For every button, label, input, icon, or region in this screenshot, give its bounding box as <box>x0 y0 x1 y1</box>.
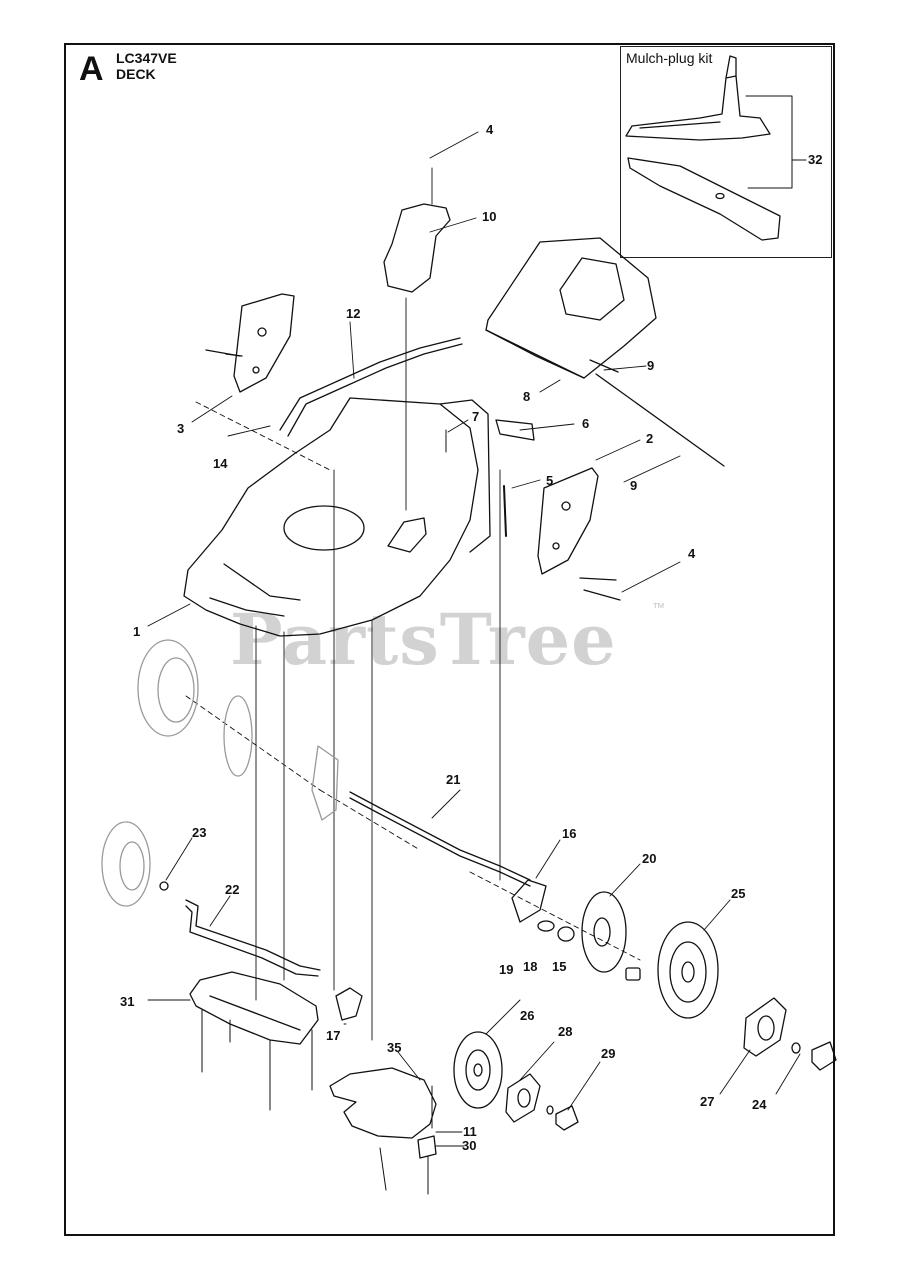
rear-wheel-nut-part <box>811 1041 837 1071</box>
catcher-lid-part <box>485 237 657 379</box>
callout-1: 1 <box>133 624 141 639</box>
watermark-tm: ™ <box>652 600 665 615</box>
callout-17: 17 <box>326 1028 341 1043</box>
callout-12: 11 <box>463 1124 477 1139</box>
callout-16: 16 <box>562 826 577 841</box>
handle-bracket-right-part <box>537 467 599 575</box>
front-wheel-ghost-part <box>101 821 151 907</box>
watermark: PartsTree <box>230 598 617 681</box>
section-name: DECK <box>116 66 156 82</box>
front-axle-part <box>185 899 321 971</box>
rear-hubcap-part <box>743 997 787 1057</box>
diagram-frame <box>64 43 835 1236</box>
callout-29: 29 <box>601 1046 616 1061</box>
front-wheel-part <box>453 1031 503 1109</box>
mulch-plug-part <box>625 55 771 141</box>
callout-30: 30 <box>462 1138 477 1153</box>
left-wheel-ghost-part <box>137 639 339 821</box>
callout-2: 2 <box>646 431 654 446</box>
callout-28: 28 <box>558 1024 573 1039</box>
callout-4-right: 4 <box>688 546 696 561</box>
spring-part <box>589 359 619 373</box>
pivot-bracket-part <box>335 987 363 1021</box>
gear-cover-part <box>581 891 627 973</box>
mower-deck-part <box>183 397 491 637</box>
front-wheel-nut-part <box>555 1105 579 1131</box>
callout-23: 23 <box>192 825 207 840</box>
callout-18: 18 <box>523 959 538 974</box>
callout-10: 9 <box>647 358 655 373</box>
handle-bracket-left-part <box>233 293 295 393</box>
front-bracket-part <box>189 971 319 1045</box>
callout-6: 6 <box>582 416 590 431</box>
rear-wheel-part <box>657 921 719 1019</box>
callout-4-top: 4 <box>486 122 494 137</box>
mulch-kit-box <box>620 46 832 258</box>
callout-8: 8 <box>523 389 531 404</box>
callout-25: 25 <box>731 886 746 901</box>
callout-31: 31 <box>120 994 135 1009</box>
callout-19: 19 <box>499 962 514 977</box>
callout-7: 7 <box>472 409 480 424</box>
rear-axle-part <box>349 791 531 881</box>
callout-9: 9 <box>630 478 638 493</box>
callout-32: 32 <box>808 152 823 167</box>
callout-15: 15 <box>552 959 567 974</box>
callout-11: 10 <box>482 209 497 224</box>
section-letter: A <box>79 50 104 88</box>
height-lever-part <box>383 203 451 293</box>
upper-axle-rod-part <box>279 337 461 431</box>
model-number: LC347VE <box>116 50 177 66</box>
callout-21: 21 <box>446 772 461 787</box>
side-cover-part <box>329 1067 437 1159</box>
callout-27: 27 <box>700 1094 715 1109</box>
diagram-title: LC347VE DECK <box>116 50 177 82</box>
mulch-kit-title: Mulch-plug kit <box>626 50 713 66</box>
callout-5: 5 <box>546 473 554 488</box>
front-hubcap-part <box>505 1073 541 1123</box>
callout-35: 35 <box>387 1040 402 1055</box>
axle-bracket-part <box>511 879 547 923</box>
callout-20: 20 <box>642 851 657 866</box>
mulch-blade-part <box>627 157 781 241</box>
callout-13: 12 <box>346 306 361 321</box>
rod-part <box>595 373 725 467</box>
callout-14: 14 <box>213 456 228 471</box>
callout-3: 3 <box>177 421 185 436</box>
callout-24: 24 <box>752 1097 767 1112</box>
callout-26: 26 <box>520 1008 535 1023</box>
callout-22: 22 <box>225 882 240 897</box>
